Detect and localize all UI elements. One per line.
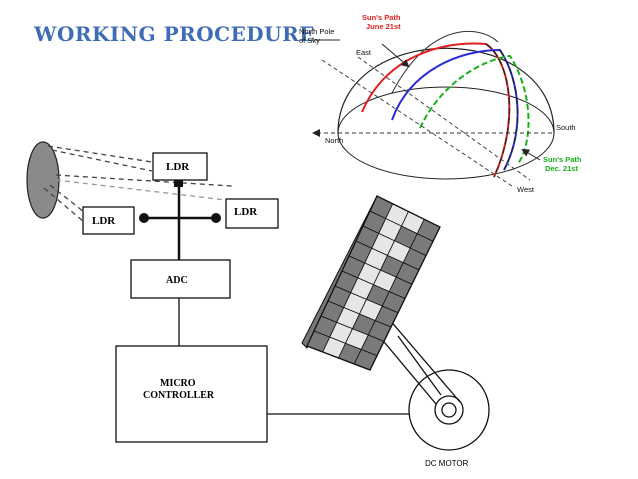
support-joint-right [211, 213, 221, 223]
sun-path-june-dash [485, 43, 510, 178]
sky-dome-diagram: North Pole of Sky Sun's Path June 21st E… [299, 13, 582, 194]
light-source [26, 141, 60, 219]
solar-panel [301, 195, 441, 371]
south-label: South [556, 123, 576, 132]
dec-path-pointer [521, 148, 541, 161]
ldr-left-label: LDR [92, 215, 116, 227]
ldr-right-label: LDR [234, 206, 258, 218]
dc-motor-shaft [441, 402, 457, 418]
sky-axis-line-2 [357, 56, 531, 181]
drive-belt [397, 335, 442, 396]
dec-path-label: Sun's Path [543, 155, 582, 164]
adc-label: ADC [166, 275, 188, 286]
dec-path-label-2: Dec. 21st [545, 164, 578, 173]
ldr-top-mount [174, 180, 183, 187]
sun-path-june [361, 42, 511, 178]
meridian-arc [391, 30, 499, 94]
sun-path-eq-dash [499, 49, 519, 171]
ldr-top-box [152, 152, 208, 181]
adc-box [130, 259, 231, 299]
west-label: West [517, 185, 535, 194]
north-label: North [325, 136, 343, 145]
east-label: East [356, 48, 372, 57]
microcontroller-box [115, 345, 268, 443]
dome-outline [337, 47, 555, 134]
north-pole-label-2: of Sky [299, 36, 320, 45]
sun-path-december [419, 54, 530, 165]
ldr-left-box [82, 206, 135, 235]
ldr-top-label: LDR [166, 161, 190, 173]
sky-axis-line [321, 59, 513, 187]
north-pole-label: North Pole [299, 27, 334, 36]
micro-label-2: CONTROLLER [143, 390, 215, 401]
june-path-pointer [381, 43, 410, 68]
light-ray [51, 149, 153, 172]
panel-cells [306, 195, 441, 371]
dc-motor-label: DC MOTOR [425, 459, 469, 468]
june-path-label-2: June 21st [366, 22, 401, 31]
light-ray [49, 184, 85, 213]
sun-path-equinox [391, 48, 519, 171]
block-diagram: LDR LDR LDR ADC MICRO CONTROLLER [26, 141, 490, 468]
panel-frame [306, 195, 441, 371]
micro-label-1: MICRO [160, 378, 196, 389]
june-path-label: Sun's Path [362, 13, 401, 22]
light-ray [55, 179, 227, 201]
light-ray [55, 174, 233, 187]
ldr-right-box [225, 198, 279, 229]
support-joint-left [139, 213, 149, 223]
slide-title: WORKING PROCEDURE [34, 22, 315, 46]
